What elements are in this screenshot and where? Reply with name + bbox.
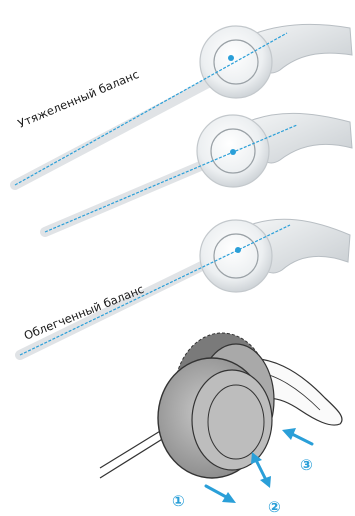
step-1-number: ① <box>172 492 185 510</box>
label-heavy-balance: Утяжеленный баланс <box>16 67 141 131</box>
cable <box>45 162 210 232</box>
step-3-number: ③ <box>300 456 313 474</box>
adjustment-illustration: ① ② ③ <box>100 333 342 516</box>
arrow-2-icon <box>251 452 271 488</box>
step-2-number: ② <box>268 498 281 516</box>
balance-point <box>230 149 236 155</box>
headset-heavy-balance: Утяжеленный баланс <box>15 24 352 185</box>
headset-light-balance: Облегченный баланс <box>20 219 350 355</box>
label-light-balance: Облегченный баланс <box>22 282 146 343</box>
earpiece-housing <box>200 220 272 292</box>
arrow-3-icon <box>282 428 312 444</box>
arrow-1-icon <box>206 486 236 503</box>
balance-point <box>235 247 241 253</box>
balance-point <box>228 55 234 61</box>
headset-neutral-balance <box>45 113 352 232</box>
